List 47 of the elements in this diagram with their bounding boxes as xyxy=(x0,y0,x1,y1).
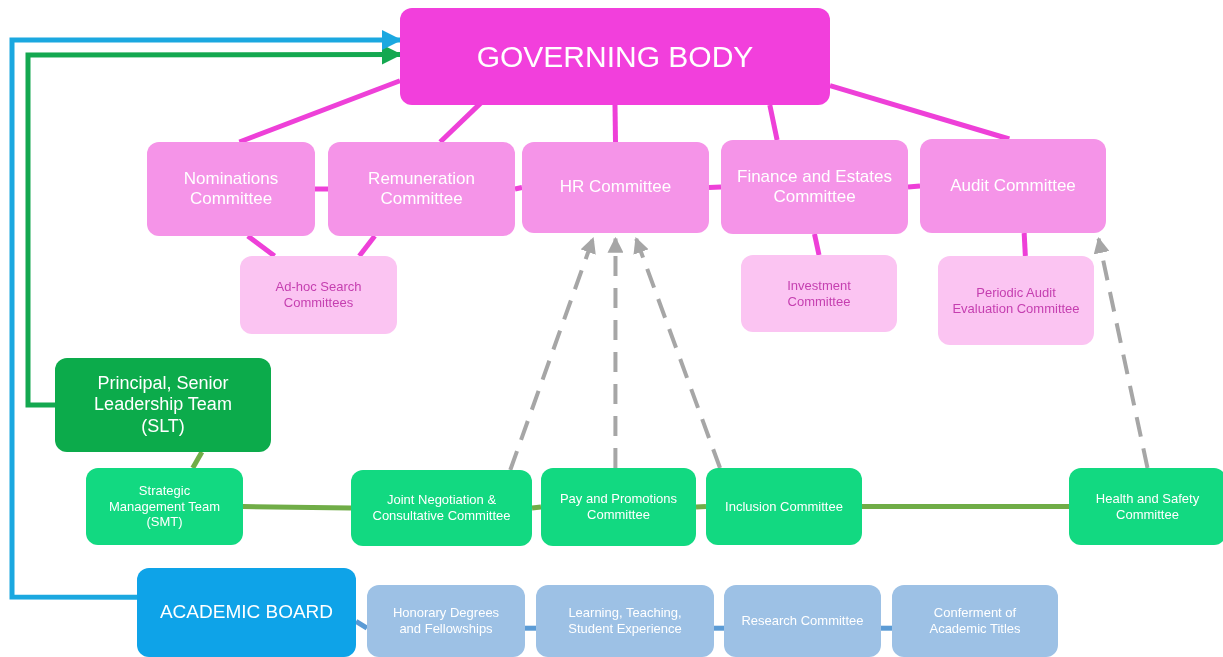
subcommittee-box: Ad-hoc Search Committees xyxy=(240,256,397,334)
connector-line xyxy=(862,504,1069,509)
connector-line xyxy=(812,233,822,256)
committee-box: Pay and Promotions Committee xyxy=(541,468,696,546)
connector-line xyxy=(829,83,1010,142)
arrow xyxy=(25,44,402,408)
committee-box: Research Committee xyxy=(724,585,881,657)
committee-box: Conferment of Academic Titles xyxy=(892,585,1058,657)
connector-line xyxy=(531,504,542,511)
committee-box: Nominations Committee xyxy=(147,142,315,236)
arrow xyxy=(9,30,402,600)
subcommittee-box: Periodic Audit Evaluation Committee xyxy=(938,256,1094,345)
committee-box: Learning, Teaching, Student Experience xyxy=(536,585,714,657)
dashed-arrow xyxy=(607,236,624,468)
connector-line xyxy=(1021,232,1028,257)
dashed-arrow xyxy=(633,236,722,469)
connector-line xyxy=(315,186,328,192)
committee-box: Audit Committee xyxy=(920,139,1106,233)
connector-line xyxy=(246,234,277,258)
connector-line xyxy=(242,504,352,511)
connector-line xyxy=(907,183,921,190)
board-box: ACADEMIC BOARD xyxy=(137,568,356,657)
connector-line xyxy=(354,619,369,631)
committee-box: HR Committee xyxy=(522,142,709,233)
connector-line xyxy=(767,104,780,141)
connector-line xyxy=(238,78,401,145)
connector-line xyxy=(714,625,724,631)
committee-box: Strategic Management Team (SMT) xyxy=(86,468,243,545)
connector-line xyxy=(881,625,892,631)
leadership-box: Principal, Senior Leadership Team (SLT) xyxy=(55,358,271,452)
committee-box: Finance and Estates Committee xyxy=(721,140,908,234)
title-box: GOVERNING BODY xyxy=(400,8,830,105)
committee-box: Remuneration Committee xyxy=(328,142,515,236)
connector-line xyxy=(190,450,205,470)
dashed-arrow xyxy=(508,236,596,471)
connector-line xyxy=(708,184,722,190)
connector-line xyxy=(612,104,618,143)
committee-box: Inclusion Committee xyxy=(706,468,862,545)
connector-line xyxy=(514,185,523,192)
connector-line xyxy=(695,504,707,510)
committee-box: Joint Negotiation & Consultative Committee xyxy=(351,470,532,546)
subcommittee-box: Investment Committee xyxy=(741,255,897,332)
connector-line xyxy=(525,625,536,631)
dashed-arrow xyxy=(1093,237,1150,469)
committee-box: Health and Safety Committee xyxy=(1069,468,1223,545)
connector-line xyxy=(357,234,377,258)
committee-box: Honorary Degrees and Fellowships xyxy=(367,585,525,657)
